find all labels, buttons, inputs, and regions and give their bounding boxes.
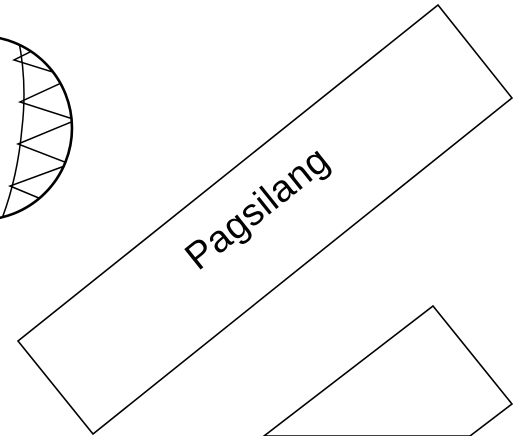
medallion-inner-arc (0, 0, 24, 250)
banner-bottom (264, 306, 512, 436)
sun-medallion-icon (0, 0, 77, 262)
banner-bottom-outline (264, 306, 512, 436)
medallion-zigzag-band (0, 0, 76, 262)
